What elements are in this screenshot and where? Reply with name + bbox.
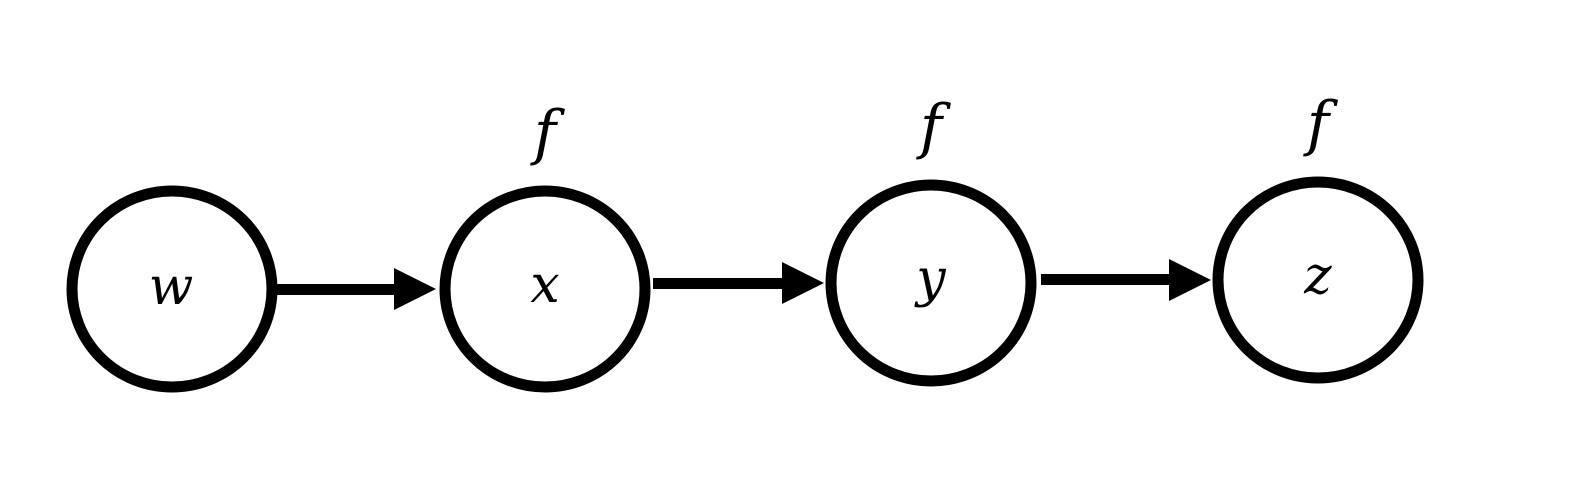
edge-x-to-y: [653, 262, 824, 304]
edge-w-to-x-shaft: [276, 284, 396, 295]
node-x-circle: [439, 185, 651, 393]
node-w: w: [66, 185, 278, 393]
edge-y-to-z-shaft: [1041, 274, 1171, 285]
edge-y-to-z: [1041, 259, 1211, 301]
node-x-function-label: f: [530, 98, 566, 168]
node-y-label: y: [914, 249, 946, 309]
edge-y-to-z-arrowhead: [1169, 259, 1211, 301]
node-z-function-label: f: [1303, 89, 1339, 159]
edge-w-to-x-arrowhead: [394, 268, 436, 310]
node-w-circle: [66, 185, 278, 393]
node-y-circle: [825, 179, 1037, 387]
node-y: f y: [825, 92, 1037, 387]
node-z-circle: [1212, 176, 1424, 384]
node-z: f z: [1212, 89, 1424, 384]
node-x: f x: [439, 98, 651, 393]
node-y-function-label: f: [916, 92, 952, 162]
node-w-label: w: [149, 257, 194, 317]
edge-x-to-y-arrowhead: [782, 262, 824, 304]
edge-x-to-y-shaft: [653, 278, 784, 289]
edge-w-to-x: [276, 268, 436, 310]
node-z-label: z: [1303, 246, 1332, 306]
node-x-label: x: [530, 255, 559, 315]
